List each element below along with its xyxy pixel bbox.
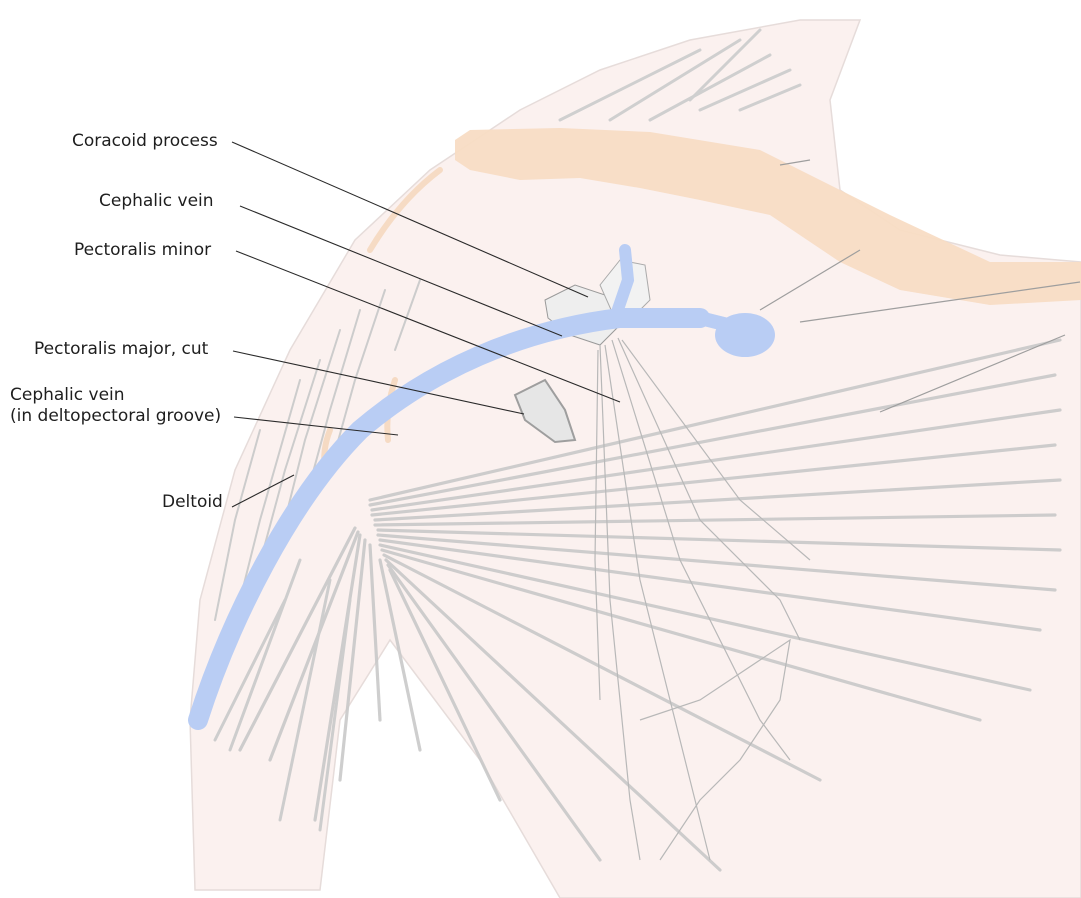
- label-pectoralis-minor: Pectoralis minor: [74, 240, 211, 261]
- label-cephalic-vein-groove-line1: Cephalic vein: [10, 385, 221, 406]
- label-coracoid-process: Coracoid process: [72, 131, 218, 152]
- label-deltoid: Deltoid: [162, 492, 223, 513]
- label-cephalic-vein-groove: Cephalic vein (in deltopectoral groove): [10, 385, 221, 427]
- label-cephalic-vein: Cephalic vein: [99, 191, 214, 212]
- label-pectoralis-major-cut: Pectoralis major, cut: [34, 339, 208, 360]
- label-cephalic-vein-groove-line2: (in deltopectoral groove): [10, 406, 221, 427]
